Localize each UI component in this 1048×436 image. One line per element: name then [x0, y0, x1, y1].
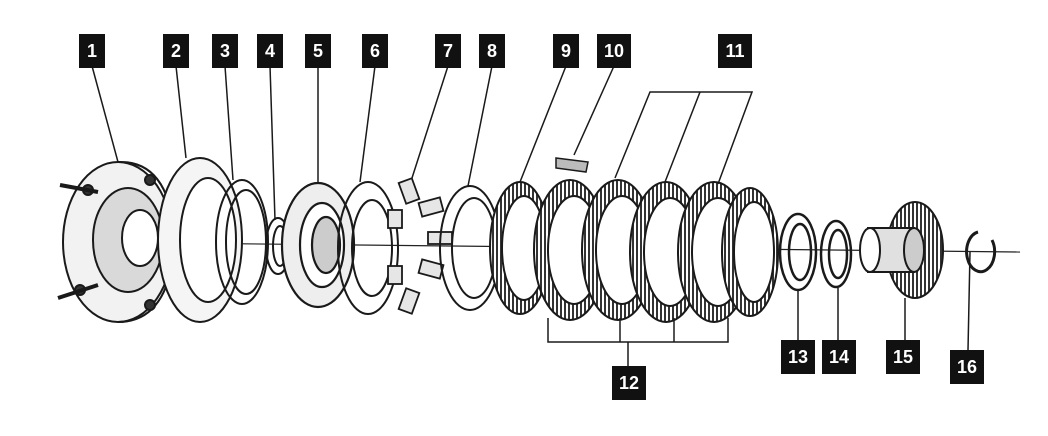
leader-lines: [91, 65, 971, 366]
callout-4: 4: [257, 34, 283, 68]
part-10-key: [555, 157, 589, 173]
callout-10: 10: [597, 34, 631, 68]
callout-2: 2: [163, 34, 189, 68]
part-6-spring-plate: [337, 181, 399, 315]
part-16-snap-ring: [965, 230, 997, 274]
callout-14: 14: [822, 340, 856, 374]
part-13-thrust-washer: [778, 212, 818, 292]
callout-12: 12: [612, 366, 646, 400]
part-14-thrust-washer: [819, 219, 853, 289]
callout-5: 5: [305, 34, 331, 68]
callout-11: 11: [718, 34, 752, 68]
callout-15: 15: [886, 340, 920, 374]
callout-13: 13: [781, 340, 815, 374]
part-1-pump-housing: [57, 160, 177, 323]
callout-3: 3: [212, 34, 238, 68]
callout-8: 8: [479, 34, 505, 68]
callout-7: 7: [435, 34, 461, 68]
callout-1: 1: [79, 34, 105, 68]
part-7-springs: [387, 177, 453, 315]
callout-6: 6: [362, 34, 388, 68]
callout-16: 16: [950, 350, 984, 384]
part-11-12-clutch-pack: [533, 179, 779, 323]
part-15-hub-gear: [859, 201, 944, 299]
callout-9: 9: [553, 34, 579, 68]
